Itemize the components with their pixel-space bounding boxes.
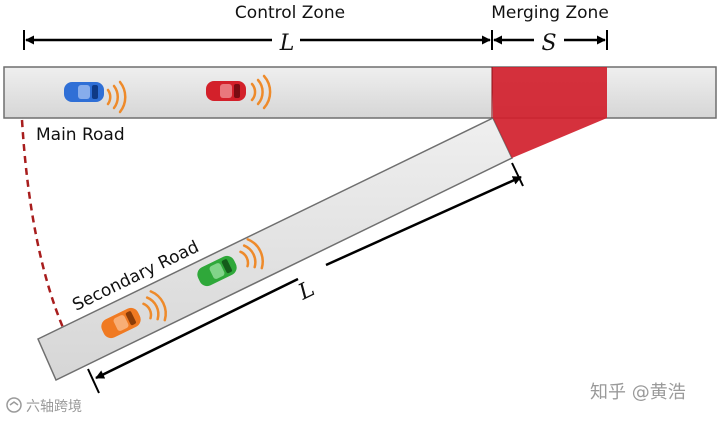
- main-road-label: Main Road: [36, 125, 125, 145]
- car-green: [197, 255, 237, 287]
- secondary-bar-start: [87, 368, 100, 394]
- watermark-right: 知乎 @黄浩: [590, 382, 686, 403]
- secondary-arrow-down: [95, 277, 299, 380]
- car-blue: [64, 82, 104, 102]
- secondary-bar-end: [511, 162, 524, 187]
- signal-arcs-green: [239, 238, 264, 270]
- signal-arcs-orange: [142, 290, 167, 322]
- length-symbol-main: L: [279, 31, 295, 56]
- watermark-left: 六轴跨境: [26, 399, 82, 415]
- signal-arcs-blue: [106, 80, 127, 114]
- dashed-arc: [20, 119, 66, 331]
- merging-zone-label: Merging Zone: [491, 3, 609, 23]
- merge-length-symbol: S: [541, 31, 556, 56]
- main-road: [3, 66, 717, 119]
- watermark-left-icon: [6, 397, 22, 413]
- secondary-arrow-up: [325, 175, 522, 267]
- length-symbol-secondary: L: [294, 277, 319, 306]
- secondary-road: [37, 116, 513, 382]
- control-zone-label: Control Zone: [235, 3, 345, 23]
- merging-zone-area: [492, 67, 607, 158]
- car-orange: [101, 307, 141, 339]
- signal-arcs-red: [250, 74, 272, 110]
- car-red: [206, 81, 246, 101]
